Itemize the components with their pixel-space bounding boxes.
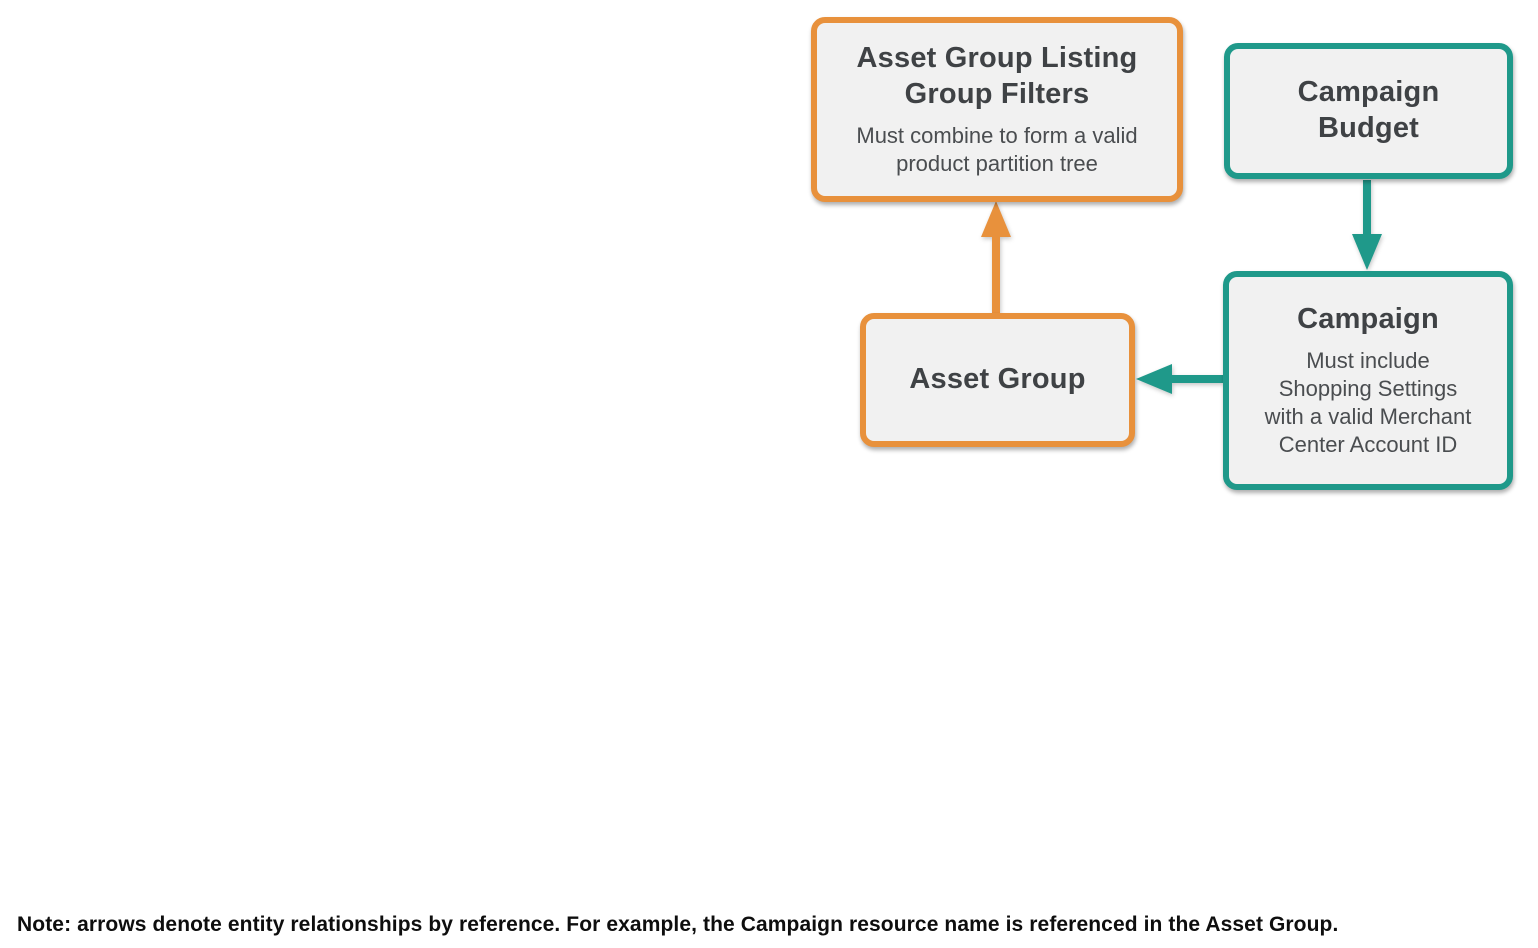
node-campaign-budget: Campaign Budget xyxy=(1224,43,1513,179)
node-title: Campaign xyxy=(1297,303,1439,336)
node-campaign: Campaign Must include Shopping Settings … xyxy=(1223,271,1513,490)
node-title: Asset Group Listing Group Filters xyxy=(856,42,1138,111)
node-title: Asset Group xyxy=(909,363,1086,396)
node-asset-group-listing-group-filters: Asset Group Listing Group Filters Must c… xyxy=(811,17,1183,202)
diagram-note: Note: arrows denote entity relationships… xyxy=(17,913,1339,936)
node-title: Campaign Budget xyxy=(1297,76,1440,144)
arrow-asset-group-to-listing-filters-head xyxy=(981,201,1011,237)
arrow-campaign-budget-to-campaign-head xyxy=(1352,234,1382,270)
node-subtitle: Must combine to form a valid product par… xyxy=(856,123,1138,176)
arrow-campaign-to-asset-group-head xyxy=(1136,364,1172,394)
node-asset-group: Asset Group xyxy=(860,313,1135,447)
node-subtitle: Must include Shopping Settings with a va… xyxy=(1264,348,1472,457)
